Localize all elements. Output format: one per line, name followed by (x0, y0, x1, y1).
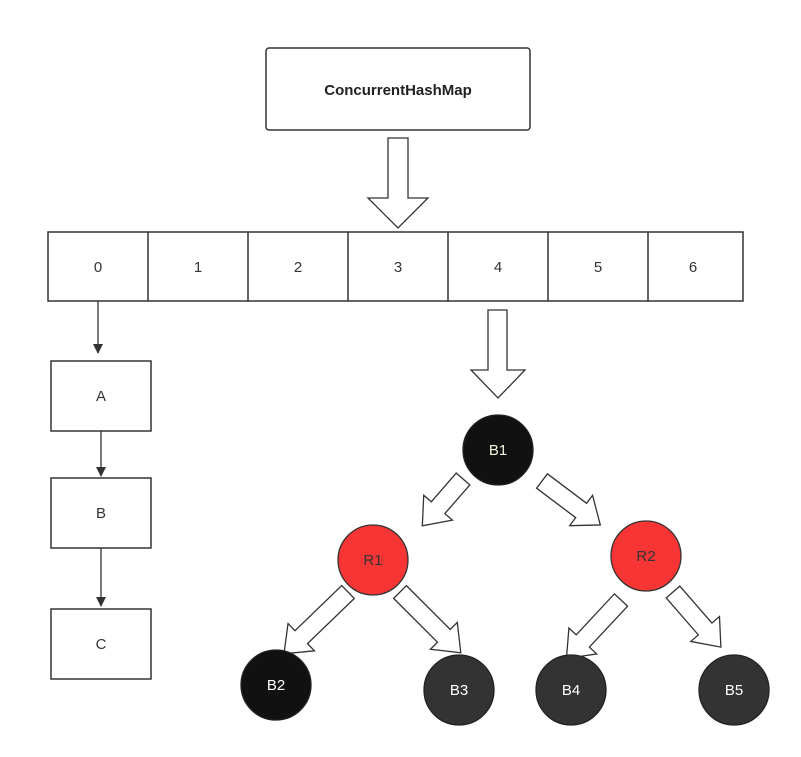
tree-node-r1: R1 (337, 524, 409, 596)
list-node-a: A (50, 360, 152, 432)
array-cell-4: 4 (494, 259, 502, 276)
list-node-c: C (50, 608, 152, 680)
array-cell-2: 2 (294, 259, 302, 276)
tree-node-b1: B1 (462, 414, 534, 486)
array-cell-1: 1 (194, 259, 202, 276)
list-node-a-label: A (96, 388, 106, 405)
hollow-arrow-b1-r1 (421, 472, 471, 527)
array-cell-6: 6 (689, 259, 697, 276)
hollow-arrow-r1-b3 (392, 584, 462, 654)
hollow-arrow-r2-b5 (665, 585, 722, 648)
tree-node-b3-label: B3 (450, 682, 468, 699)
title-text: ConcurrentHashMap (324, 82, 472, 99)
hollow-arrow-b1-r2 (535, 472, 602, 527)
hollow-arrow-down-title (366, 137, 430, 229)
tree-node-b5: B5 (698, 654, 770, 726)
tree-node-b4-label: B4 (562, 682, 580, 699)
tree-node-b4: B4 (535, 654, 607, 726)
tree-node-b3: B3 (423, 654, 495, 726)
list-node-b: B (50, 477, 152, 549)
tree-node-r2-label: R2 (636, 548, 655, 565)
tree-node-r2: R2 (610, 520, 682, 592)
array-cell-3: 3 (394, 259, 402, 276)
list-node-b-label: B (96, 505, 106, 522)
array-cell-0: 0 (94, 259, 102, 276)
tree-node-r1-label: R1 (363, 552, 382, 569)
array-cell-5: 5 (594, 259, 602, 276)
hollow-arrow-r2-b4 (565, 592, 629, 660)
title-box: ConcurrentHashMap (265, 47, 531, 131)
tree-node-b5-label: B5 (725, 682, 743, 699)
tree-node-b2: B2 (240, 649, 312, 721)
hollow-arrow-r1-b2 (283, 584, 356, 655)
bucket-array: 0 1 2 3 4 5 6 (47, 231, 744, 302)
list-node-c-label: C (96, 636, 107, 653)
hollow-arrow-down-tree (469, 309, 527, 399)
tree-node-b2-label: B2 (267, 677, 285, 694)
tree-node-b1-label: B1 (489, 442, 507, 459)
